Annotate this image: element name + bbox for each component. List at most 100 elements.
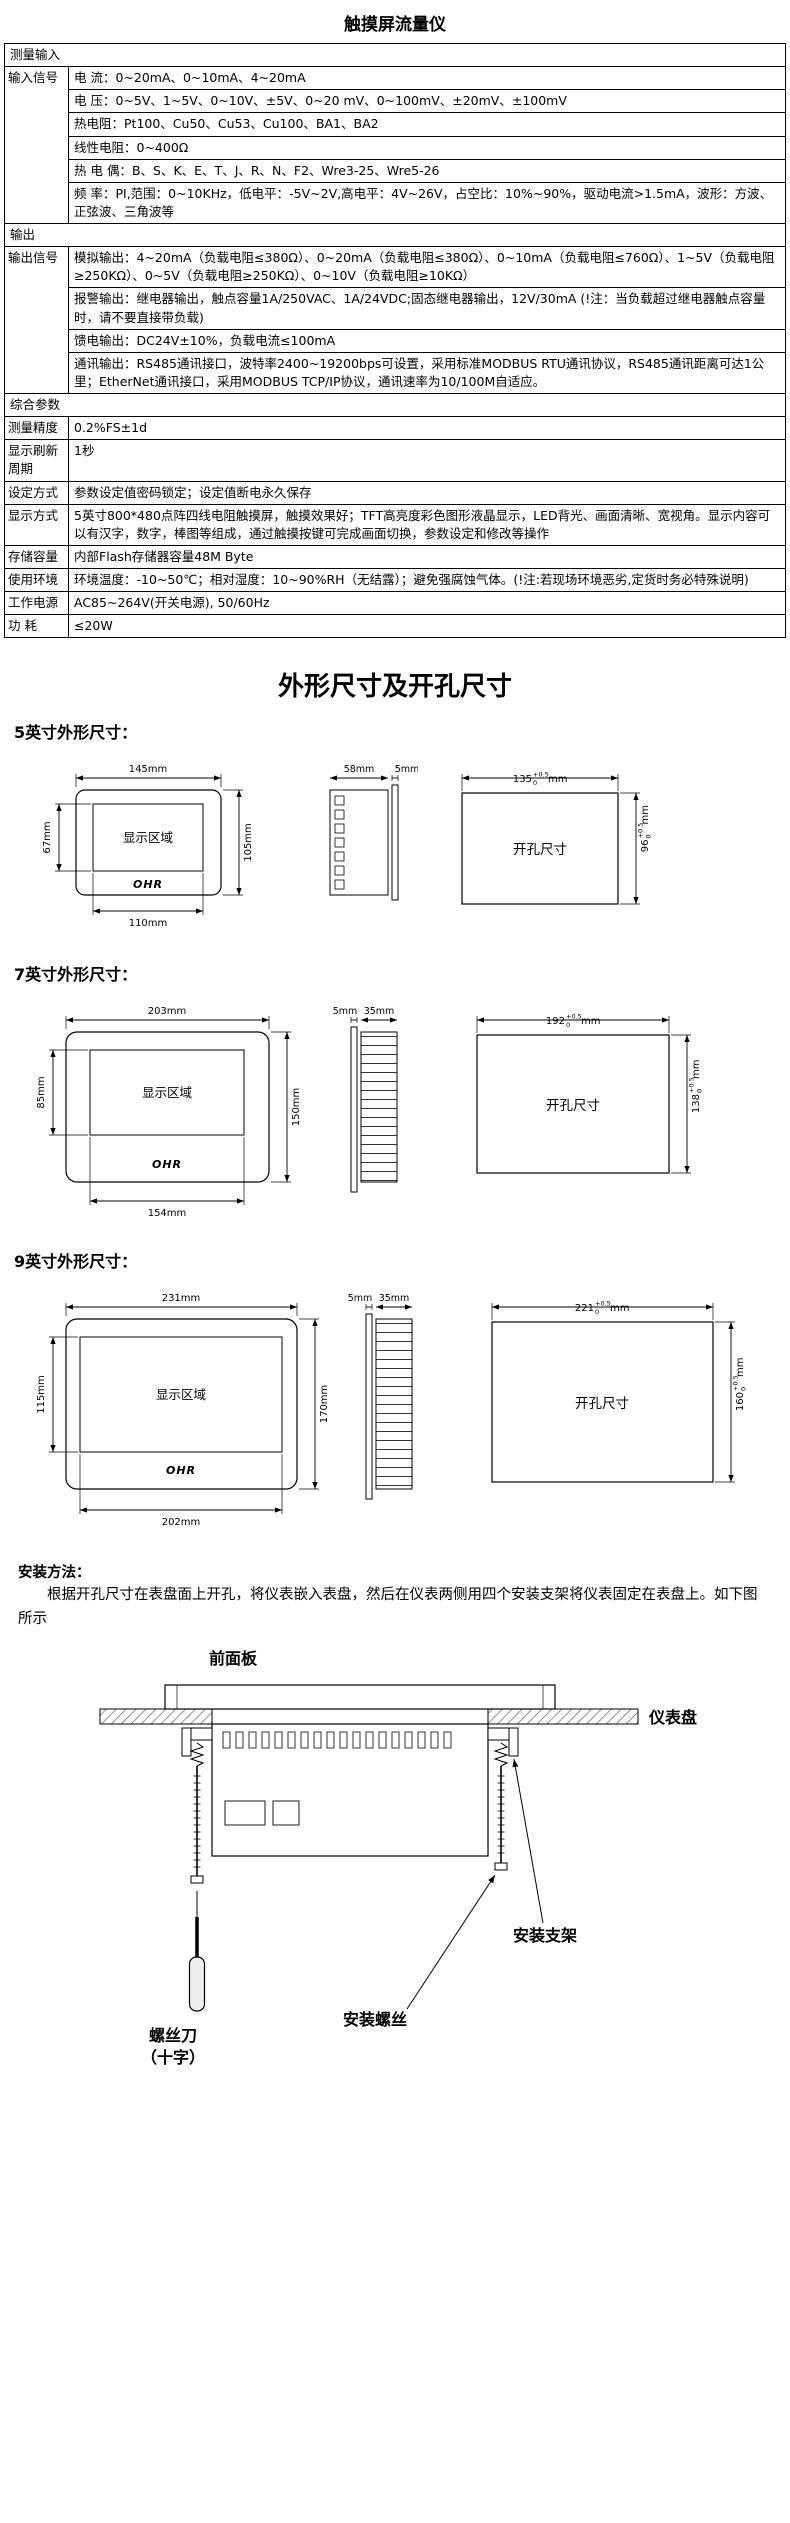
spec-cell: 频 率：PI,范围：0~10KHz，低电平：-5V~2V,高电平：4V~26V，…: [68, 181, 786, 225]
dim-depth: 35mm: [361, 1006, 397, 1024]
installation-diagram: 仪表盘: [99, 1684, 697, 2067]
dim-tol-plus: +0.5: [637, 823, 645, 839]
dim-label: 35mm: [364, 1006, 395, 1017]
spec-cell: ≤20W: [68, 614, 786, 639]
drawing-row-5in: 显示区域 OHR 145mm 67mm 105mm 110mm: [6, 745, 786, 945]
cutout-label: 开孔尺寸: [513, 842, 567, 858]
dim-tol-plus: +0.5: [732, 1376, 740, 1392]
spec-row-label: 输出信号: [4, 246, 69, 394]
dim-tol-zero: 0: [566, 1021, 570, 1029]
dim-flange: 5mm: [348, 1293, 373, 1311]
dim-bottom-width: 202mm: [79, 1454, 283, 1528]
dim-tol-zero: 0: [740, 1387, 748, 1391]
screw-label: 安装螺丝: [343, 2010, 407, 2029]
cutout-label: 开孔尺寸: [546, 1098, 600, 1114]
spec-cell: 热电阻：Pt100、Cu50、Cu53、Cu100、BA1、BA2: [68, 112, 786, 137]
dim-left-height: 115mm: [36, 1337, 78, 1453]
spec-cell: 0.2%FS±1d: [68, 416, 786, 441]
dim-unit: mm: [581, 1016, 600, 1027]
front-view-7in: 显示区域 OHR 203mm 85mm 150mm 154mm: [36, 1006, 302, 1219]
install-paragraph: 根据开孔尺寸在表盘面上开孔，将仪表嵌入表盘，然后在仪表两侧用四个安装支架将仪表固…: [18, 1587, 758, 1627]
spec-cell: 参数设定值密码锁定；设定值断电永久保存: [68, 480, 786, 505]
spec-row-label: 使用环境: [4, 567, 69, 593]
display-area-label: 显示区域: [142, 1085, 192, 1100]
dim-tol-zero: 0: [696, 1089, 704, 1093]
spec-cell: 馈电输出：DC24V±10%，负载电流≤100mA: [68, 328, 786, 353]
spec-row-label: 功 耗: [4, 614, 69, 639]
drawing-row-9in: 显示区域 OHR 231mm 115mm 170mm 202mm: [6, 1274, 786, 1539]
dim-value: 160: [735, 1392, 746, 1411]
front-view-5in: 显示区域 OHR 145mm 67mm 105mm 110mm: [42, 764, 254, 929]
spec-cell: 报警输出：继电器输出，触点容量1A/250VAC、1A/24VDC;固态继电器输…: [68, 287, 786, 330]
dim-unit: mm: [640, 805, 651, 824]
spec-section-header: 测量输入: [4, 42, 786, 68]
side-view-7in: 5mm 35mm: [333, 1006, 398, 1193]
dim-label: 85mm: [36, 1077, 47, 1109]
instrument-panel: [99, 1708, 639, 1725]
spec-cell: 模拟输出：4~20mA（负载电阻≤380Ω）、0~20mA（负载电阻≤380Ω）…: [68, 246, 786, 289]
spec-row-label: 设定方式: [4, 480, 69, 505]
screwdriver: [188, 1890, 206, 2012]
dim-label: 110mm: [129, 918, 168, 929]
dim-value: 138: [691, 1094, 702, 1113]
dim-label: 5mm: [333, 1006, 358, 1017]
dim-unit: mm: [691, 1060, 702, 1079]
dim-unit: mm: [610, 1303, 629, 1314]
panel-flange: [365, 1313, 373, 1500]
document-page: 触摸屏流量仪 测量输入 输入信号 电 流：0~20mA、0~10mA、4~20m…: [4, 15, 786, 2067]
dim-unit: mm: [548, 774, 567, 785]
front-panel-label: 前面板: [209, 1648, 258, 1668]
dim-label: 105mm: [243, 824, 254, 863]
dim-right-height: 105mm: [223, 790, 254, 896]
dim-value: 192: [546, 1016, 565, 1027]
spec-row-label: 显示刷新周期: [4, 439, 69, 482]
screw-head: [190, 1875, 204, 1884]
cutout-rect: [461, 792, 619, 905]
cutout-view-7in: 开孔尺寸 192 +0.5 0 mm 138 +0.5 0 mm: [476, 1013, 704, 1174]
spec-cell: 电 流：0~20mA、0~10mA、4~20mA: [68, 66, 786, 91]
dim-label: 5mm: [395, 764, 418, 775]
dim-cutout-height: 96 +0.5 0 mm: [620, 793, 653, 905]
terminal-cover: [272, 1800, 300, 1826]
dim-label: 145mm: [129, 764, 168, 775]
dim-left-height: 67mm: [42, 804, 91, 872]
front-view-9in: 显示区域 OHR 231mm 115mm 170mm 202mm: [36, 1293, 330, 1528]
dim-label: 202mm: [162, 1517, 201, 1528]
spec-cell: 环境温度：-10~50℃；相对湿度：10~90%RH（无结露）；避免强腐蚀气体。…: [68, 567, 786, 593]
screwdriver-handle: [188, 1956, 206, 2012]
spec-cell: AC85~264V(开关电源), 50/60Hz: [68, 591, 786, 616]
spec-cell: 内部Flash存储器容量48M Byte: [68, 544, 786, 570]
screw-threads: [193, 1775, 201, 1868]
vent-slots: [222, 1731, 452, 1749]
dim-depth: 35mm: [376, 1293, 412, 1311]
spec-row-label: 测量精度: [4, 416, 69, 441]
front-panel-frame: [164, 1684, 556, 1710]
display-area-label: 显示区域: [123, 830, 173, 845]
dim-cutout-width: 192 +0.5 0 mm: [476, 1013, 670, 1034]
brand-logo: OHR: [133, 878, 163, 891]
spec-cell: 电 压：0~5V、1~5V、0~10V、±5V、0~20 mV、0~100mV、…: [68, 89, 786, 114]
spec-cell: 热 电 偶：B、S、K、E、T、J、R、N、F2、Wre3-25、Wre5-26: [68, 158, 786, 183]
dim-cutout-width: 221 +0.5 0 mm: [491, 1300, 714, 1321]
dimensions-heading: 外形尺寸及开孔尺寸: [277, 672, 512, 703]
cutout-rect: [476, 1034, 670, 1174]
spec-cell: 1秒: [68, 439, 786, 482]
dim-top-width: 231mm: [65, 1293, 298, 1317]
display-area: [92, 803, 204, 872]
screwdriver-label-line1: 螺丝刀: [149, 2026, 197, 2045]
spec-cell: 线性电阻：0~400Ω: [68, 135, 786, 160]
size-title-5in: 5英寸外形尺寸：: [14, 723, 138, 743]
dim-tol-plus: +0.5: [566, 1013, 582, 1021]
display-area: [79, 1336, 283, 1453]
dim-cutout-height: 160 +0.5 0 mm: [715, 1322, 748, 1483]
screwdriver-label-line2: （十字）: [141, 2048, 205, 2067]
dim-tol-plus: +0.5: [688, 1078, 696, 1094]
dim-label: 67mm: [42, 822, 53, 854]
dim-tol-zero: 0: [645, 835, 653, 839]
bracket-callout: 安装支架: [512, 1758, 577, 1945]
dim-cutout-height: 138 +0.5 0 mm: [671, 1035, 704, 1174]
dim-label: 35mm: [379, 1293, 410, 1304]
panel-label: 仪表盘: [648, 1708, 697, 1727]
dim-top-width: 145mm: [75, 764, 222, 788]
cutout-view-5in: 开孔尺寸 135 +0.5 0 mm 96 +0.5 0 mm: [461, 771, 653, 905]
